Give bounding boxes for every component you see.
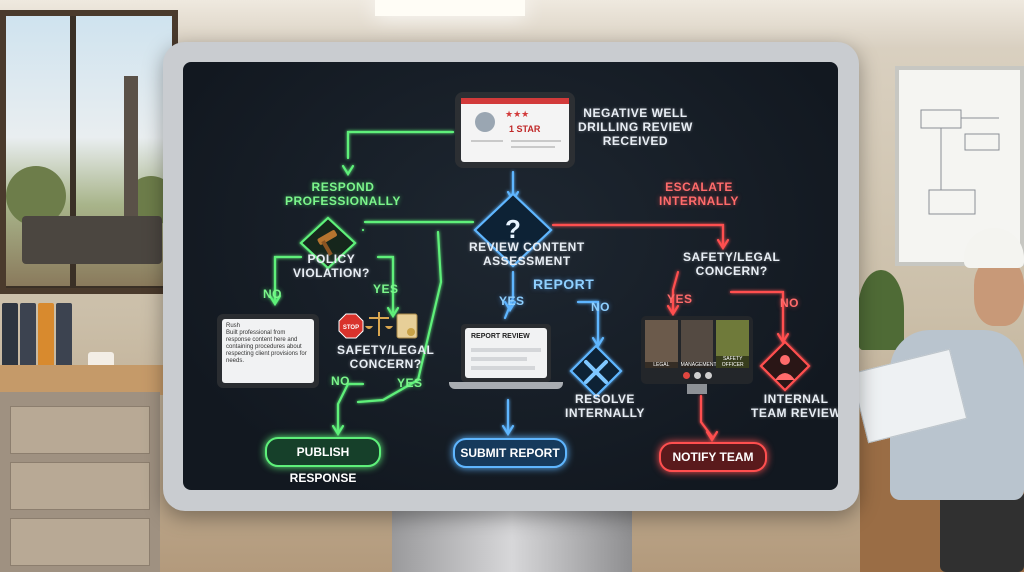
tools-icon: [584, 360, 608, 384]
flowchart-connectors: ? STOP: [268, 130, 811, 443]
connector-red: [671, 270, 680, 314]
internal-review-diamond: [759, 340, 811, 392]
yes-label: YES: [373, 282, 399, 296]
end-call-icon[interactable]: [682, 372, 690, 379]
whiteboard-sketch: [920, 109, 1000, 215]
video-call-grid: LEGAL MANAGEMENT SAFETY OFFICER: [645, 320, 750, 368]
no-label: NO: [263, 287, 282, 301]
connector-red: [729, 290, 785, 342]
scales-icon: [365, 312, 393, 336]
cabinet-drawer: [10, 518, 150, 566]
stop-sign-text: STOP: [343, 325, 359, 331]
video-tile-label: MANAGEMENT: [680, 362, 717, 368]
form-field: [471, 357, 527, 361]
text-line: [511, 140, 561, 142]
center-decision-diamond: [473, 192, 553, 268]
laptop-base: [449, 382, 563, 389]
cabinet-drawer: [10, 406, 150, 454]
yes-label: YES: [499, 294, 525, 308]
notify-team-button[interactable]: NOTIFY TEAM: [659, 442, 767, 472]
camera-icon[interactable]: [704, 372, 712, 379]
monitor-neck: [687, 384, 707, 394]
connector-blue: [576, 300, 600, 346]
video-tile-label: LEGAL: [645, 362, 678, 368]
connector-green: [273, 255, 303, 304]
form-field: [471, 348, 541, 352]
video-tile: LEGAL: [645, 320, 678, 368]
office-chair: [940, 490, 1024, 572]
video-tile: MANAGEMENT: [680, 320, 717, 368]
connector-green: [376, 255, 395, 314]
office-window: [0, 10, 178, 294]
submit-report-button[interactable]: SUBMIT REPORT: [453, 438, 567, 468]
report-review-window: REPORT REVIEW: [465, 328, 547, 378]
video-tile: SAFETY OFFICER: [716, 320, 750, 368]
yes-label: YES: [667, 292, 693, 306]
report-label: REPORT: [533, 276, 595, 292]
policy-decision-diamond: [299, 216, 357, 270]
connector-green: [336, 382, 365, 434]
connector-blue: [503, 270, 515, 320]
text-line: [511, 146, 555, 148]
ceiling-light: [375, 0, 525, 16]
no-label: NO: [591, 300, 610, 314]
gavel-icon: [317, 230, 337, 256]
text-line: [471, 140, 503, 142]
report-laptop-screen: REPORT REVIEW: [461, 324, 551, 382]
scroll-icon: [396, 313, 418, 339]
review-card: ★★★ 1 STAR: [461, 98, 569, 162]
review-card-header: [461, 98, 569, 104]
connector-red: [699, 394, 715, 440]
publish-response-button[interactable]: PUBLISH RESPONSE: [265, 437, 381, 485]
engineer-head: [974, 258, 1024, 326]
drilling-truck: [22, 216, 162, 264]
potted-plant: [858, 270, 904, 350]
star-rating-icon: ★★★: [505, 110, 530, 120]
stop-sign-icon: [338, 313, 364, 339]
monitor-stand: [392, 504, 632, 572]
video-call-monitor: LEGAL MANAGEMENT SAFETY OFFICER: [641, 316, 753, 384]
no-label: NO: [780, 296, 799, 310]
call-controls: [681, 372, 713, 380]
video-tile-label: SAFETY OFFICER: [716, 356, 750, 368]
connector-red: [551, 223, 725, 248]
connector-green: [346, 130, 455, 160]
flowchart-screen: ? STOP: [183, 62, 838, 490]
connector-green: [356, 230, 443, 404]
rating-text: 1 STAR: [509, 124, 541, 134]
hard-hat: [964, 228, 1024, 268]
form-field: [471, 366, 535, 370]
yes-label: YES: [397, 376, 423, 390]
report-window-title: REPORT REVIEW: [471, 333, 530, 340]
avatar: [475, 112, 495, 132]
person-alert-icon: [775, 355, 795, 380]
no-label: NO: [331, 374, 350, 388]
review-tablet: ★★★ 1 STAR: [455, 92, 575, 168]
cabinet-drawer: [10, 462, 150, 510]
file-cabinet: [0, 392, 160, 572]
shelf: [0, 365, 190, 395]
question-mark-icon: ?: [505, 214, 521, 244]
mute-icon[interactable]: [693, 372, 701, 379]
drilling-rig-mast: [124, 76, 138, 236]
